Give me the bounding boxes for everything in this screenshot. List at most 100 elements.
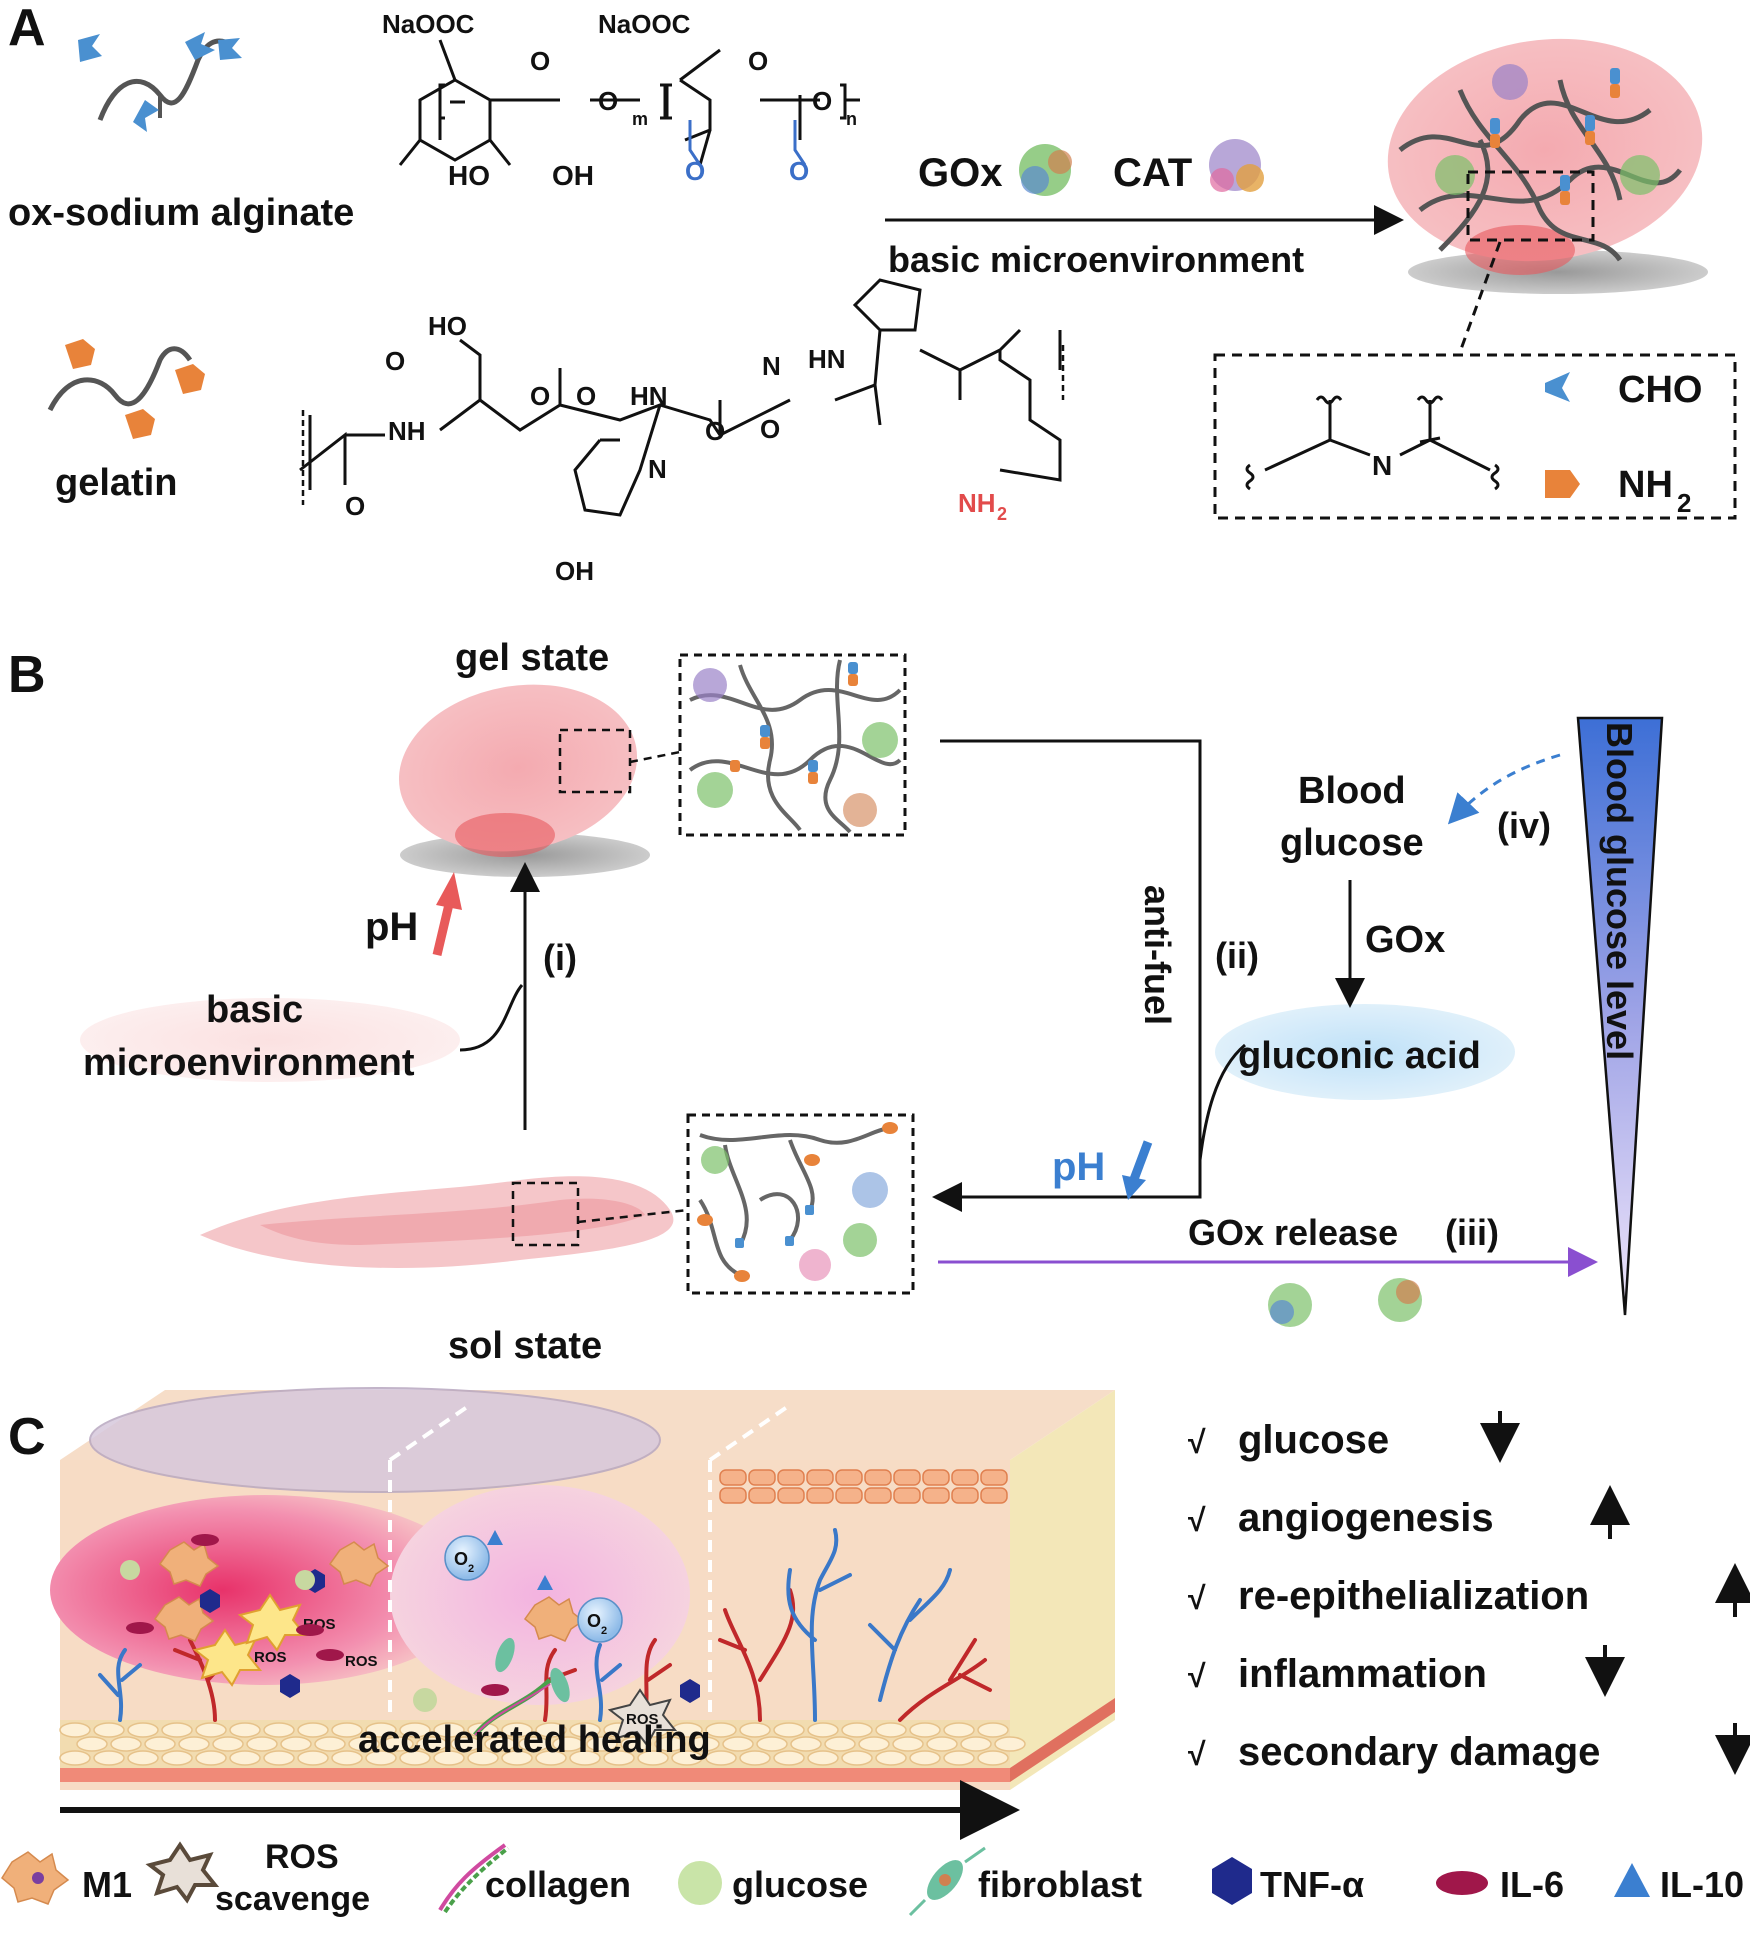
alg-ring-o-1: O	[530, 46, 550, 76]
gox-enzyme-icon	[1019, 144, 1072, 196]
ph-up-arrow	[432, 898, 455, 957]
gel-o-3: O	[530, 381, 550, 411]
fat-cell	[807, 1750, 839, 1766]
fat-cell	[841, 1722, 873, 1738]
anti-fuel-label: anti-fuel	[1137, 885, 1178, 1025]
fat-cell	[450, 1736, 482, 1752]
released-gox-icons	[1268, 1278, 1422, 1327]
alg-naooc-1: NaOOC	[382, 9, 475, 39]
ros-label-1: ROS	[254, 1649, 287, 1666]
epithelial-cell	[748, 1469, 776, 1486]
il6-markers	[126, 1534, 509, 1696]
fat-cell	[858, 1736, 890, 1752]
zoom-box-sol	[511, 1181, 580, 1247]
fat-cell	[127, 1750, 159, 1766]
legend-nh2: NH	[1618, 464, 1673, 506]
epithelial-cell	[980, 1469, 1008, 1486]
alg-subscript-n: n	[846, 109, 857, 129]
fat-cell	[909, 1750, 941, 1766]
step-ii-label: (ii)	[1215, 935, 1259, 976]
fat-cell	[569, 1750, 601, 1766]
fat-cell	[960, 1736, 992, 1752]
fat-cell	[161, 1722, 193, 1738]
alginate-brackets	[438, 83, 847, 120]
gluconic-curve	[1198, 1043, 1246, 1161]
ros-label-4: ROS	[626, 1711, 659, 1728]
gelatin-brackets	[301, 345, 1065, 505]
epithelial-cell	[835, 1469, 863, 1486]
ph-down-arrow	[1128, 1140, 1153, 1184]
fat-cell	[195, 1750, 227, 1766]
basic-label-line2: microenvironment	[83, 1042, 415, 1084]
collagen-icon	[438, 1843, 510, 1914]
fat-cell	[739, 1750, 771, 1766]
gluconic-acid-label: gluconic acid	[1238, 1035, 1481, 1077]
fat-cell	[841, 1750, 873, 1766]
legend-m1	[1, 1851, 70, 1905]
fat-cell	[127, 1722, 159, 1738]
gluconic-cloud	[1215, 1004, 1515, 1100]
fat-cell	[416, 1736, 448, 1752]
basic-merge-curve	[459, 984, 524, 1052]
fat-cell	[756, 1736, 788, 1752]
fat-cell	[994, 1736, 1026, 1752]
fat-cell	[739, 1722, 771, 1738]
fat-cell	[93, 1722, 125, 1738]
fat-cell	[178, 1736, 210, 1752]
fat-cell	[824, 1736, 856, 1752]
gel-o-4: O	[576, 381, 596, 411]
gel-o-5: O	[705, 416, 725, 446]
fat-cell	[59, 1722, 91, 1738]
fat-cell	[348, 1736, 380, 1752]
zoom-box-a	[1466, 170, 1595, 242]
sol-state-label: sol state	[448, 1325, 602, 1367]
fat-cell	[501, 1750, 533, 1766]
accelerated-healing-label: accelerated healing	[358, 1719, 711, 1761]
fat-cell	[297, 1750, 329, 1766]
epithelial-cell	[835, 1487, 863, 1504]
fat-cell	[790, 1736, 822, 1752]
legend-m1-label: M1	[82, 1864, 132, 1905]
benefit-check-4: √	[1188, 1736, 1206, 1772]
fat-cell	[773, 1750, 805, 1766]
legend-nh2-sub: 2	[1677, 488, 1691, 518]
sol-state-image	[200, 1176, 674, 1268]
basic-label-line1: basic	[206, 989, 303, 1031]
fat-cell	[433, 1722, 465, 1738]
benefits-list: √glucose√angiogenesis√re-epithelializati…	[1188, 1411, 1750, 1775]
alg-ring-o-2: O	[748, 46, 768, 76]
fat-cell	[552, 1736, 584, 1752]
ros-scavenge-icon	[145, 1841, 220, 1904]
fat-cell	[263, 1750, 295, 1766]
epithelial-cell	[951, 1487, 979, 1504]
fat-cell	[501, 1722, 533, 1738]
fat-cell	[535, 1722, 567, 1738]
fat-cell	[331, 1722, 363, 1738]
alg-naooc-2: NaOOC	[598, 9, 691, 39]
gel-amine: NH	[958, 488, 996, 518]
gel-o-6: O	[760, 414, 780, 444]
gel-ring-n-2: N	[762, 351, 781, 381]
epithelial-cell	[864, 1487, 892, 1504]
alginate-aldehydes	[688, 120, 807, 166]
zoom-connector-a	[1458, 241, 1502, 353]
panel-b-letter: B	[8, 646, 46, 704]
collagen-fibroblast-cluster	[473, 1637, 570, 1737]
fat-cell	[433, 1750, 465, 1766]
gelatin-structure	[299, 278, 1062, 517]
fat-cell	[926, 1736, 958, 1752]
fat-cell	[484, 1736, 516, 1752]
epithelial-cell	[980, 1487, 1008, 1504]
gelatin-label: gelatin	[55, 462, 177, 504]
legend-cho: CHO	[1618, 369, 1702, 411]
gel-oh: OH	[555, 556, 594, 586]
fat-cell	[229, 1750, 261, 1766]
fat-cell	[943, 1750, 975, 1766]
blood-glucose-line1: Blood	[1298, 770, 1406, 812]
imine-bond-structure	[1245, 395, 1500, 491]
alg-link-o-2: O	[812, 86, 832, 116]
ph-up-arrowhead	[436, 872, 462, 910]
panel-a-letter: A	[8, 0, 46, 57]
fat-cell	[110, 1736, 142, 1752]
fat-cell	[382, 1736, 414, 1752]
